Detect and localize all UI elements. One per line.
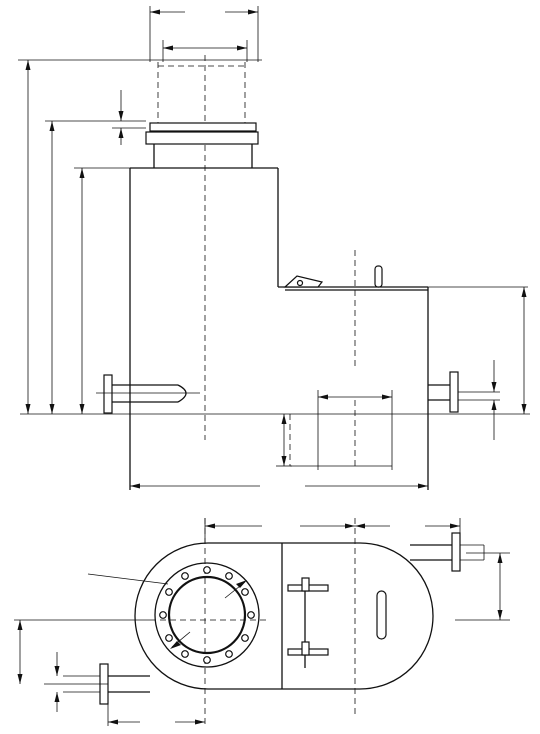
arrowhead	[170, 641, 181, 649]
plan-view	[14, 518, 510, 726]
bolt-hole	[241, 588, 249, 596]
arrowhead	[521, 287, 527, 297]
arrowhead	[281, 456, 287, 466]
manhole-bore	[167, 575, 247, 655]
plan-outline	[134, 542, 434, 690]
leader-line	[87, 573, 169, 585]
arrowhead	[108, 719, 118, 725]
arrowhead	[521, 404, 527, 414]
bolt-hole	[225, 572, 233, 580]
baffle-clamp	[301, 641, 310, 656]
arrowhead	[79, 404, 85, 414]
manhole-flange-outer	[154, 562, 260, 668]
arrowhead	[195, 719, 205, 725]
arrowhead	[497, 553, 503, 563]
front-elevation-view	[18, 6, 530, 490]
top-flange-plate	[149, 122, 257, 132]
arrowhead	[318, 394, 328, 400]
left-inlet-pipe-end	[177, 384, 187, 403]
arrowhead	[17, 620, 23, 630]
baffle-clamp	[301, 577, 310, 592]
bolt-hole	[181, 650, 189, 658]
bolt-hole	[181, 572, 189, 580]
left-inlet-flange	[103, 374, 113, 414]
arrowhead	[491, 400, 497, 410]
bolt-hole	[241, 634, 249, 642]
arrowhead	[25, 404, 31, 414]
arrowhead	[25, 60, 31, 70]
bolt-hole	[165, 588, 173, 596]
arrowhead	[248, 9, 258, 15]
arrowhead	[281, 414, 287, 424]
arrowhead	[382, 394, 392, 400]
bolt-hole	[225, 650, 233, 658]
arrowhead	[150, 9, 160, 15]
vent-cover	[283, 275, 324, 288]
arrowhead	[491, 382, 497, 392]
arrowhead	[49, 404, 55, 414]
vent-slot	[376, 590, 387, 640]
outlet-flange-plan	[451, 532, 461, 572]
arrowhead	[355, 523, 365, 529]
arrowhead	[345, 523, 355, 529]
arrowhead	[118, 111, 124, 121]
bolt-hole	[203, 566, 211, 574]
arrowhead	[418, 483, 428, 489]
arrowhead	[54, 666, 60, 676]
bolt-hole	[159, 611, 167, 619]
arrowhead	[49, 121, 55, 131]
arrowhead	[118, 128, 124, 138]
arrowhead	[497, 610, 503, 620]
bolt-hole	[203, 656, 211, 664]
arrowhead	[237, 45, 247, 51]
top-flange	[145, 131, 259, 145]
arrowhead	[17, 674, 23, 684]
bolt-hole	[165, 634, 173, 642]
bolt-circle	[159, 566, 255, 664]
arrowhead	[163, 45, 173, 51]
arrowhead	[54, 692, 60, 702]
bolt-hole	[247, 611, 255, 619]
arrowhead	[450, 523, 460, 529]
arrowhead	[79, 168, 85, 178]
right-outlet-flange	[449, 371, 459, 413]
arrowhead	[236, 580, 247, 588]
arrowhead	[130, 483, 140, 489]
arrowhead	[205, 523, 215, 529]
vent-hinge	[296, 279, 304, 287]
lift-eye	[374, 265, 383, 288]
